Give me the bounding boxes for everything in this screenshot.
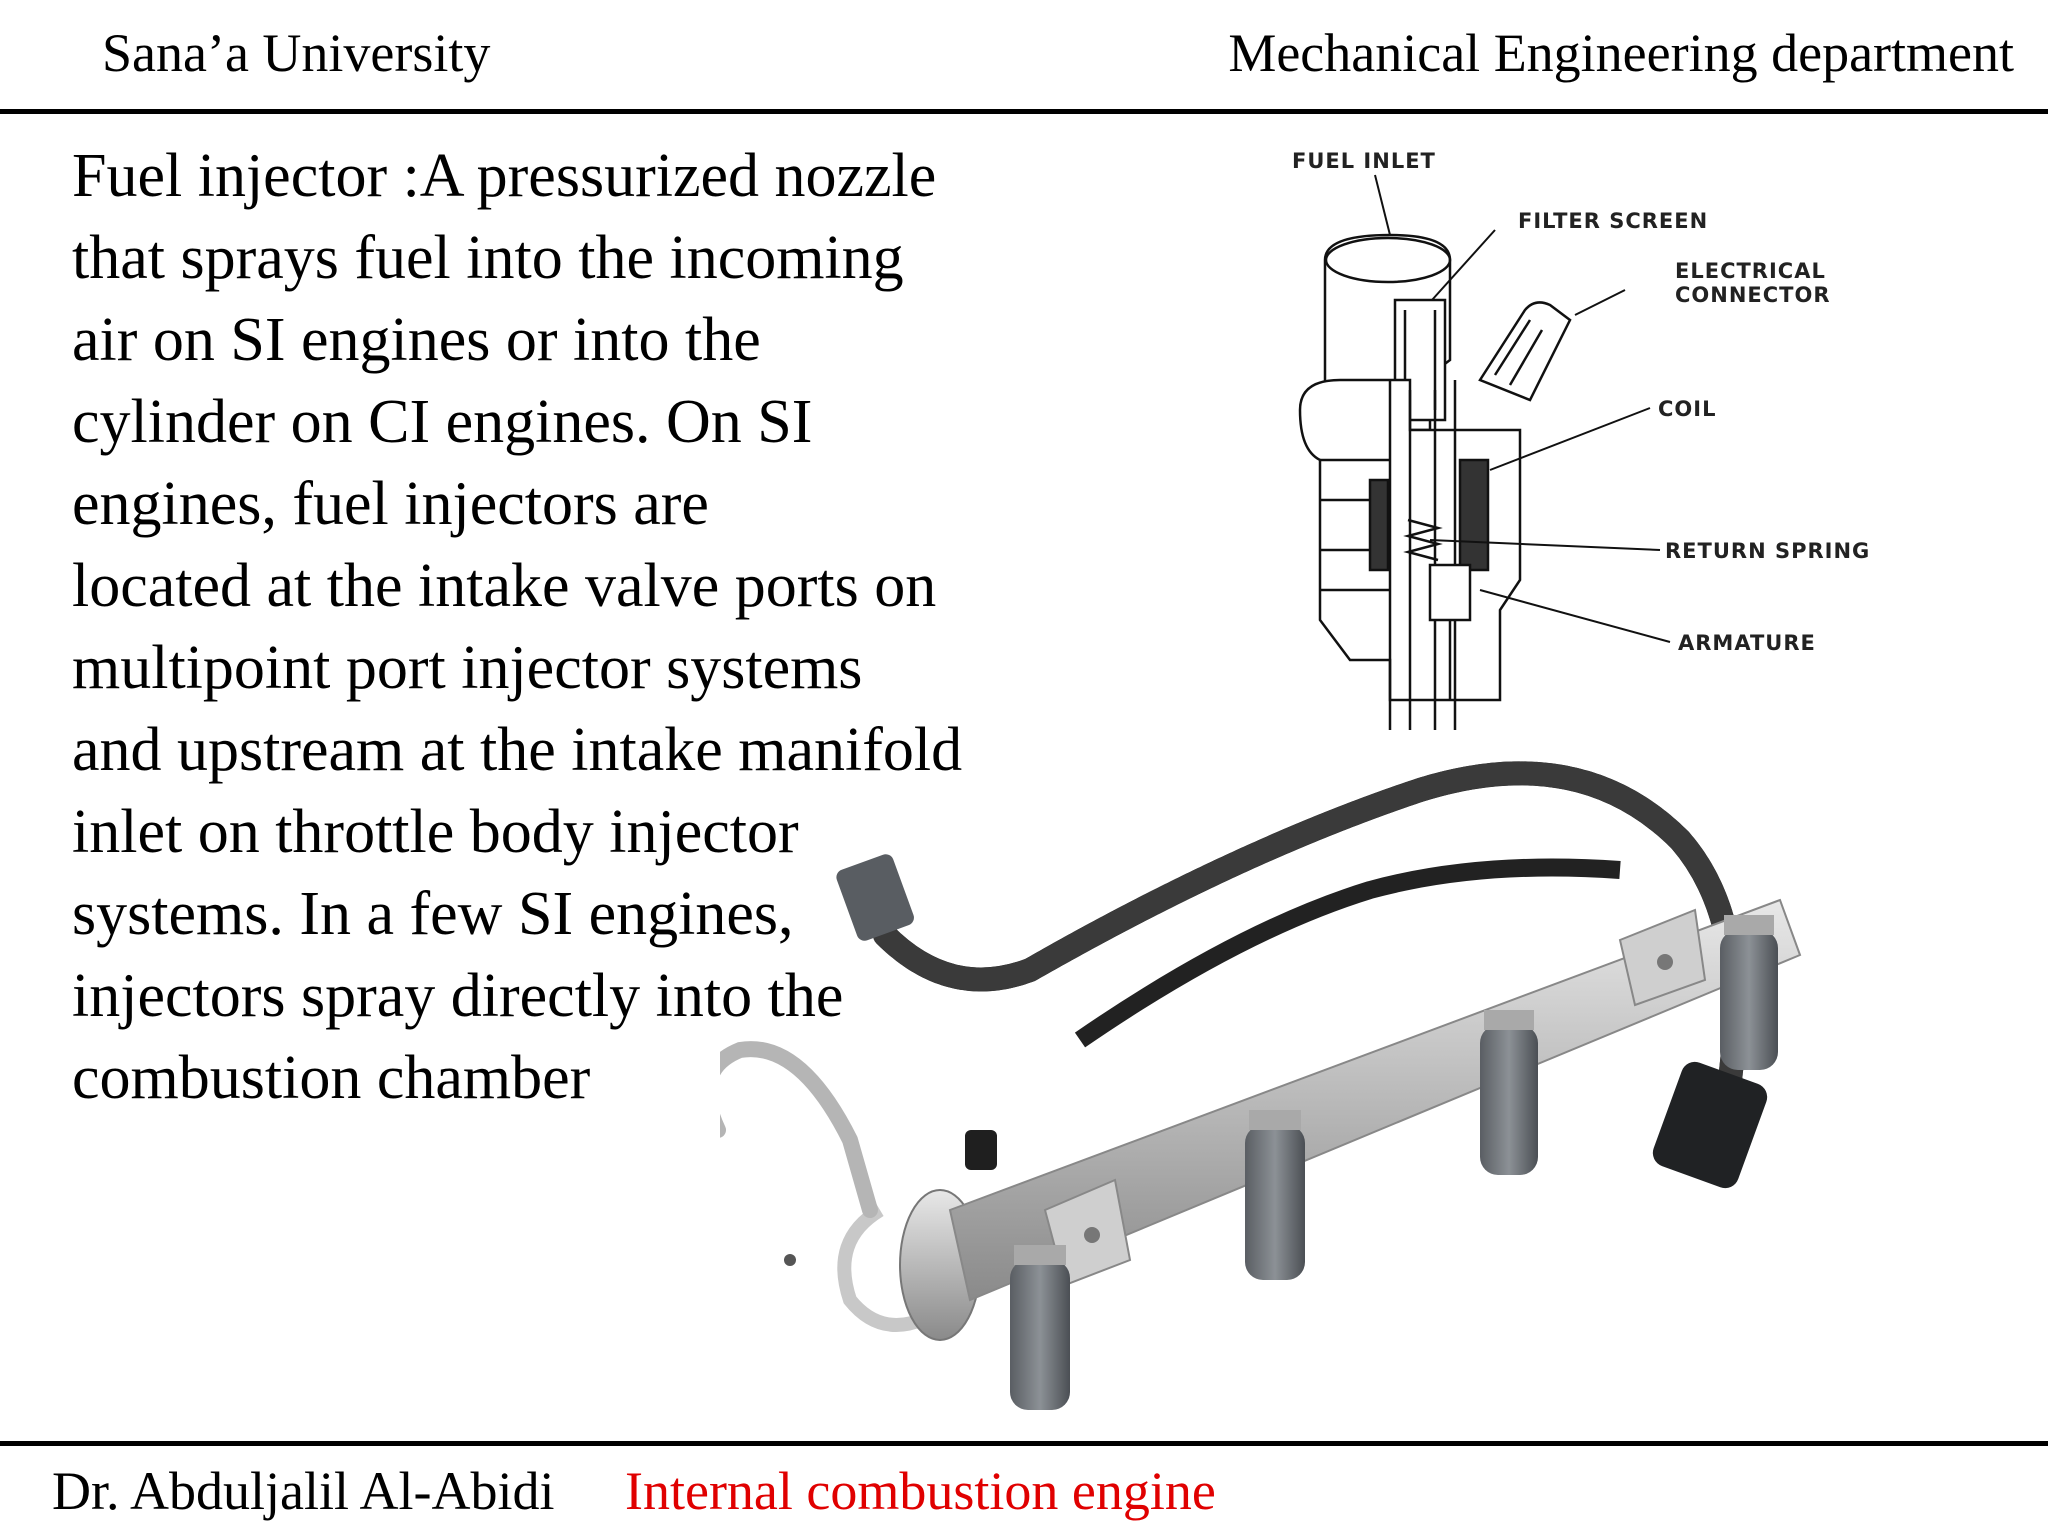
paragraph-line: cylinder on CI engines. On SI	[72, 388, 813, 456]
footer-author: Dr. Abduljalil Al-Abidi	[52, 1461, 555, 1521]
label-electrical-connector: CONNECTOR	[1675, 283, 1831, 307]
label-armature: ARMATURE	[1678, 631, 1816, 655]
paragraph-line: injectors spray directly into the	[72, 962, 844, 1030]
paragraph-line: located at the intake valve ports on	[72, 552, 937, 620]
paragraph-line: engines, fuel injectors are	[72, 470, 709, 538]
fuel-rail-photo	[720, 761, 1802, 1410]
paragraph-line: Fuel injector :A pressurized nozzle	[72, 142, 937, 210]
header-department: Mechanical Engineering department	[1228, 23, 2014, 83]
label-filter-screen: FILTER SCREEN	[1518, 209, 1708, 233]
footer-course-title: Internal combustion engine	[625, 1461, 1216, 1521]
paragraph-line: inlet on throttle body injector	[72, 798, 799, 866]
label-coil: COIL	[1658, 397, 1716, 421]
footer-divider	[0, 1441, 2048, 1446]
label-electrical-connector: ELECTRICAL	[1675, 259, 1826, 283]
paragraph-line: multipoint port injector systems	[72, 634, 863, 702]
header-divider	[0, 109, 2048, 114]
label-fuel-inlet: FUEL INLET	[1292, 149, 1436, 173]
label-return-spring: RETURN SPRING	[1665, 539, 1870, 563]
paragraph-line: combustion chamber	[72, 1044, 591, 1112]
definition-paragraph: Fuel injector :A pressurized nozzle that…	[72, 135, 1072, 1119]
paragraph-line: air on SI engines or into the	[72, 306, 761, 374]
header-university: Sana’a University	[102, 23, 491, 83]
paragraph-line: and upstream at the intake manifold	[72, 716, 963, 784]
paragraph-line: systems. In a few SI engines,	[72, 880, 794, 948]
paragraph-line: that sprays fuel into the incoming	[72, 224, 904, 292]
injector-cutaway-diagram: FUEL INLET FILTER SCREEN ELECTRICAL CONN…	[1292, 149, 1870, 730]
